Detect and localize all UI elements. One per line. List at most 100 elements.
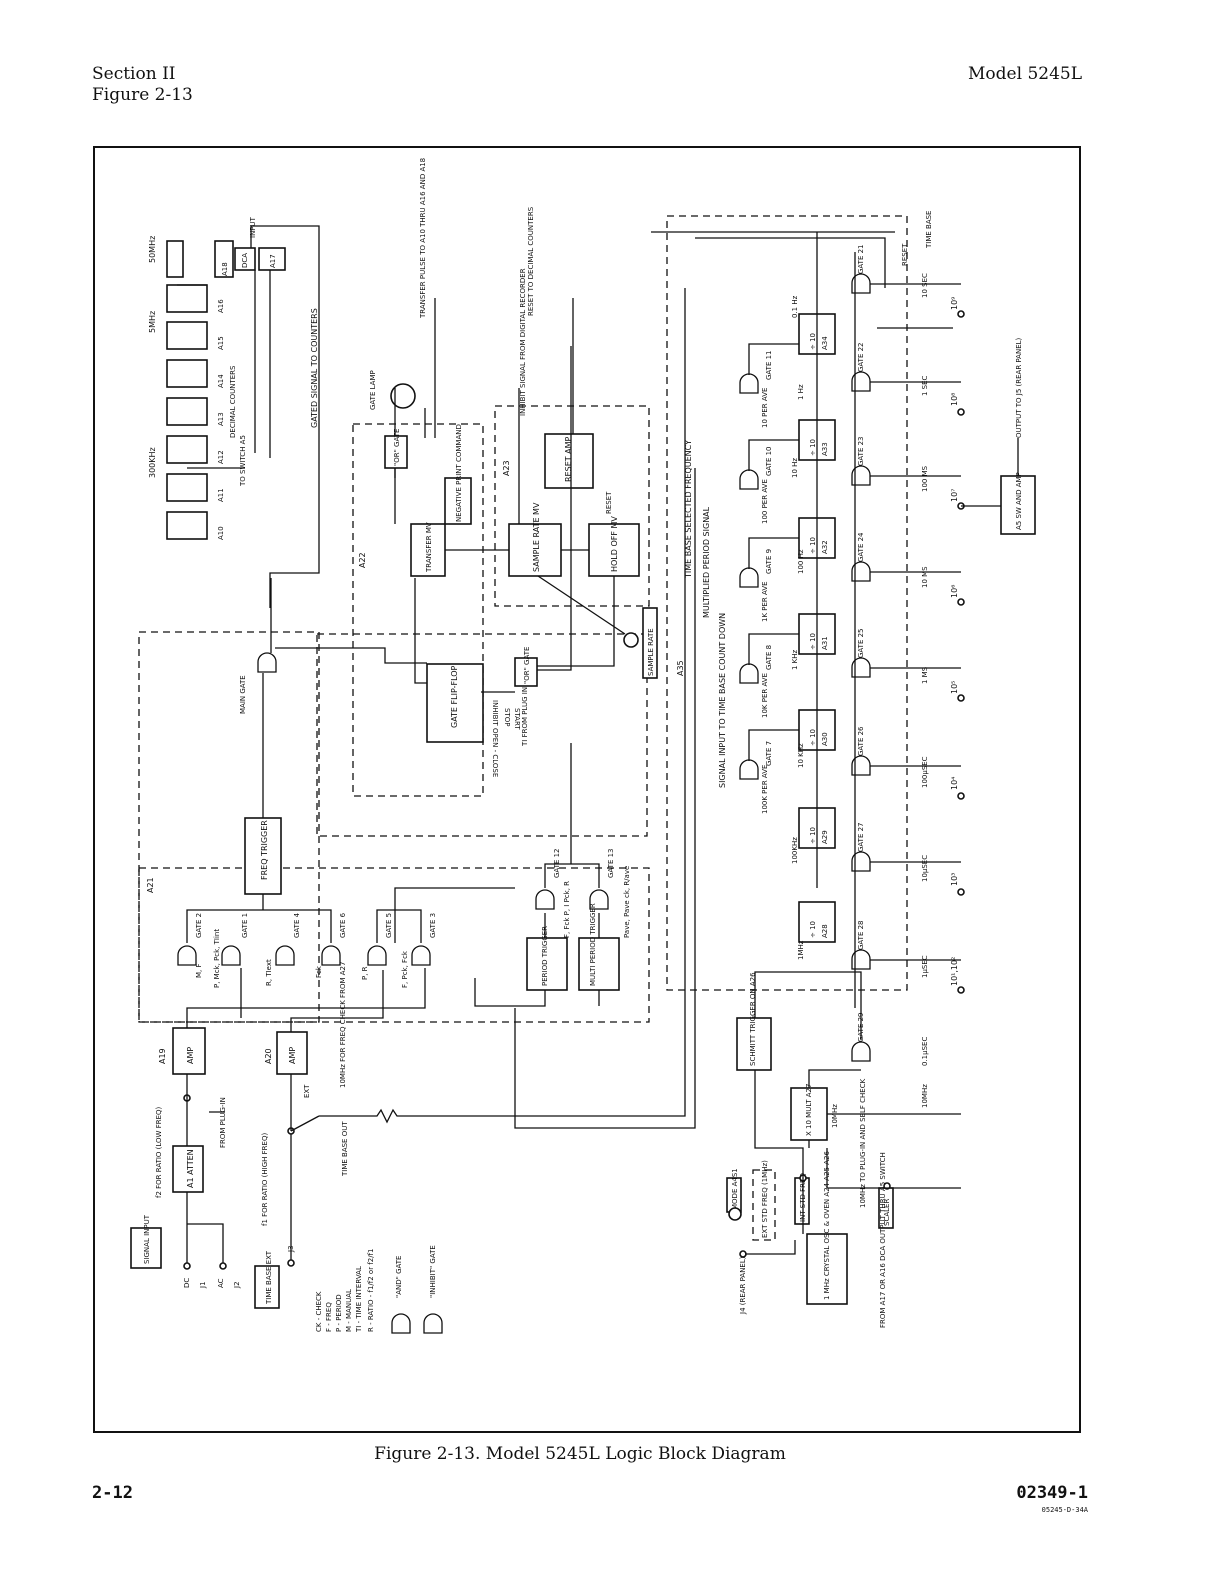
counter-a12: [166, 435, 208, 464]
exponent-2: 10⁷: [950, 489, 959, 502]
label-a14: A14: [217, 374, 225, 388]
out-gate-label-6: GATE 27: [857, 822, 865, 852]
output-group: A5 SW AND AMP OUTPUT TO J5 (REAR PANEL): [961, 337, 1036, 535]
ti-from-label: TI FROM PLUG IN: [521, 687, 529, 747]
divider-label-a34: A34: [821, 336, 829, 350]
inhibit-gate-symbol: [423, 1313, 443, 1334]
a19-label: A19: [158, 1048, 167, 1064]
crystal-osc: [806, 1233, 848, 1305]
label-a10: A10: [217, 526, 225, 540]
x10-mult: [790, 1087, 828, 1141]
exponent-4: 10⁵: [950, 681, 959, 694]
gate-6: [321, 945, 341, 966]
reset-amp: [544, 433, 594, 489]
ave-label-3: 10K PER AVE: [761, 673, 769, 718]
or-gate2-a22: [514, 657, 538, 687]
out-terminal-6[interactable]: [957, 888, 965, 896]
time-base-freq-label: TIME BASE SELECTED FREQUENCY: [684, 440, 693, 579]
a21-label: A21: [146, 877, 155, 893]
j1-connector[interactable]: [183, 1262, 191, 1270]
divider-text-2: ÷ 10: [809, 537, 817, 554]
gate5-in: P, R: [361, 966, 369, 980]
main-gate-label: MAIN GATE: [239, 675, 247, 714]
label-a11: A11: [217, 488, 225, 502]
time-label-1: 1 SEC: [921, 375, 929, 396]
a22-group: A22 "OR" GATE TRANSFER MV NEGATIVE PRINT…: [316, 423, 648, 837]
decimal-counters-label: DECIMAL COUNTERS: [229, 365, 237, 438]
ave-wire-4: [748, 729, 799, 761]
document-number: 02349-1: [1016, 1483, 1088, 1503]
ave-label-2: 1K PER AVE: [761, 581, 769, 622]
mode-label: MODE A4S1: [731, 1168, 739, 1210]
main-gate: [257, 652, 277, 673]
mode-knob[interactable]: [728, 1207, 742, 1221]
tap-freq-0: 0.1 Hz: [791, 295, 799, 318]
j2-connector[interactable]: [219, 1262, 227, 1270]
logic-block-diagram: 50MHz 5MHz 300KHz A18 DCA A17 INPUT A16 …: [130, 158, 1036, 1334]
reset-label-a35: RESET: [901, 243, 909, 266]
gate1-label: GATE 1: [241, 913, 249, 938]
tap-freq-7: 1MHz: [797, 940, 805, 960]
oscillator-group: SCHMITT TRIGGER ON A26 X 10 MULT A27 10M…: [726, 971, 961, 1328]
amp2-label: AMP: [288, 1047, 297, 1064]
input-section: AMP A19 AMP A20 A1 ATTEN f2 FOR RATIO (L…: [130, 288, 686, 1309]
amp-a20: [276, 1031, 308, 1075]
a5-sw-amp: [1000, 475, 1036, 535]
tenmhz-label: 10MHz: [831, 1104, 839, 1128]
out-terminal-0[interactable]: [957, 310, 965, 318]
out-gate-label-0: GATE 21: [857, 244, 865, 274]
legend-line-4: M - MANUAL: [345, 1289, 353, 1332]
out-terminal-3[interactable]: [957, 598, 965, 606]
out-gate-label-2: GATE 23: [857, 436, 865, 466]
a23-label: A23: [502, 460, 511, 476]
out-terminal-4[interactable]: [957, 694, 965, 702]
tap-freq-5: 10 KHz: [797, 743, 805, 768]
tap-freq-1: 1 Hz: [797, 384, 805, 400]
out-terminal-5[interactable]: [957, 792, 965, 800]
reset-label-a23: RESET: [605, 491, 613, 514]
wire-osc: [745, 971, 961, 1255]
neg-print-label: NEGATIVE PRINT COMMAND: [455, 424, 463, 522]
a20-label: A20: [264, 1048, 273, 1064]
schmitt-label: SCHMITT TRIGGER ON A26: [749, 972, 757, 1066]
a23-group: A23 RESET AMP SAMPLE RATE MV HOLD OFF MV…: [494, 346, 658, 679]
f1-label: f1 FOR RATIO (HIGH FREQ): [261, 1133, 269, 1226]
gate-12: [535, 889, 555, 910]
attenuator-a1: [172, 1145, 204, 1193]
ext-std-freq-box: [752, 1169, 776, 1241]
time-label-5: 100µSEC: [921, 756, 929, 788]
or-gate-a22: [384, 435, 408, 469]
out-terminal-7[interactable]: [957, 986, 965, 994]
inhibit-signal-label: INHIBIT SIGNAL FROM DIGITAL RECORDER: [519, 268, 527, 416]
label-a16: A16: [217, 299, 225, 313]
j3-connector[interactable]: [287, 1259, 295, 1267]
label-a17: A17: [269, 254, 277, 268]
ave-gate-label-0: GATE 11: [765, 350, 773, 380]
and-gate-symbol: [391, 1313, 411, 1334]
divider-label-a32: A32: [821, 540, 829, 554]
exponent-0: 10⁹: [950, 297, 959, 310]
ext-std-label: EXT STD FREQ (1MHz): [761, 1160, 769, 1238]
reset-to-counters-label: RESET TO DECIMAL COUNTERS: [527, 206, 535, 316]
divider-label-a28: A28: [821, 924, 829, 938]
tap-freq-6: 100KHz: [791, 837, 799, 864]
to-switch-label: TO SWITCH A5: [239, 435, 247, 487]
sample-rate-knob[interactable]: [623, 632, 639, 648]
a35-boundary: [666, 215, 908, 991]
out-terminal-1[interactable]: [957, 408, 965, 416]
hold-off-mv-label: HOLD OFF MV: [610, 516, 619, 572]
wire-top: [394, 298, 574, 478]
period-trigger-label: PERIOD TRIGGER: [541, 926, 549, 986]
a22-label: A22: [358, 552, 367, 568]
label-a15: A15: [217, 336, 225, 350]
multi-period-trigger: [578, 937, 620, 991]
range-300khz: 300KHz: [148, 447, 157, 478]
amp1-label: AMP: [186, 1047, 195, 1064]
out-gate-label-4: GATE 25: [857, 628, 865, 658]
out-gate-label-3: GATE 24: [857, 532, 865, 562]
ave-gate-label-1: GATE 10: [765, 446, 773, 476]
start-label: START: [513, 708, 521, 730]
